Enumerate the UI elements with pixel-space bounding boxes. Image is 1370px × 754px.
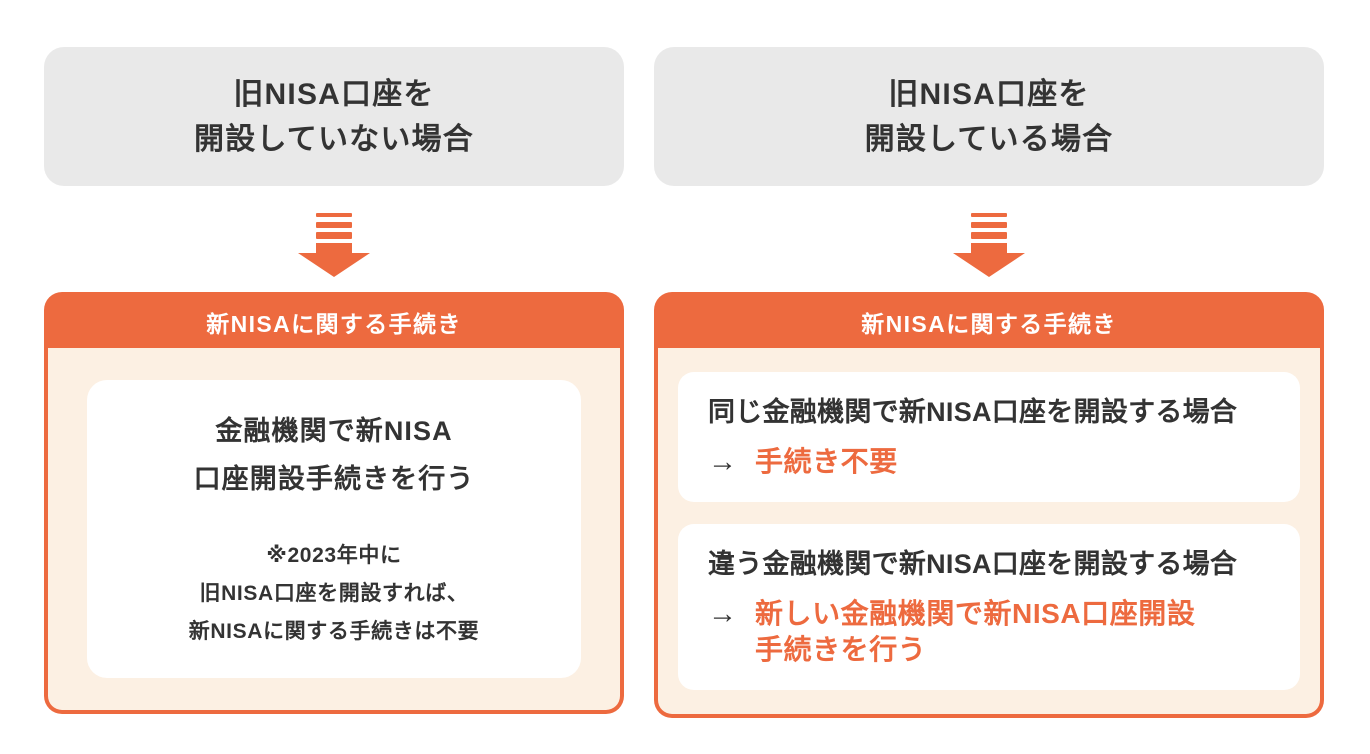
condition-text: 違う金融機関で新NISA口座を開設する場合 xyxy=(708,549,1238,579)
right-arrow-icon: → xyxy=(708,446,737,478)
note-text: ※2023年中に 旧NISA口座を開設すれば、 新NISAに関する手続きは不要 xyxy=(188,544,480,643)
down-arrow-icon xyxy=(952,213,1026,277)
procedure-card-title: 新NISAに関する手続き xyxy=(206,311,462,337)
result-text: 新しい金融機関で新NISA口座開設 手続きを行う xyxy=(755,598,1196,665)
case-header-text: 旧NISA口座を 開設していない場合 xyxy=(194,77,474,156)
procedure-card-opened: 新NISAに関する手続き 同じ金融機関で新NISA口座を開設する場合 → 手続き… xyxy=(654,292,1324,718)
result-text: 手続き不要 xyxy=(755,446,898,477)
condition-text: 同じ金融機関で新NISA口座を開設する場合 xyxy=(708,397,1238,427)
case-header-not-opened: 旧NISA口座を 開設していない場合 xyxy=(44,47,624,186)
result-row: → 新しい金融機関で新NISA口座開設 手続きを行う xyxy=(708,596,1270,668)
result-row: → 手続き不要 xyxy=(708,444,1270,480)
column-account-not-opened: 旧NISA口座を 開設していない場合 新NISAに関する手続き 金融機関で新NI… xyxy=(44,47,624,754)
case-item-different-institution: 違う金融機関で新NISA口座を開設する場合 → 新しい金融機関で新NISA口座開… xyxy=(678,524,1300,690)
right-arrow-icon: → xyxy=(708,598,737,630)
procedure-card-body: 金融機関で新NISA 口座開設手続きを行う ※2023年中に 旧NISA口座を開… xyxy=(48,348,620,710)
case-header-text: 旧NISA口座を 開設している場合 xyxy=(864,77,1114,156)
procedure-card-body: 同じ金融機関で新NISA口座を開設する場合 → 手続き不要 違う金融機関で新NI… xyxy=(658,348,1320,714)
procedure-card-title: 新NISAに関する手続き xyxy=(861,311,1117,337)
case-item-same-institution: 同じ金融機関で新NISA口座を開設する場合 → 手続き不要 xyxy=(678,372,1300,502)
down-arrow-icon xyxy=(297,213,371,277)
instruction-text: 金融機関で新NISA 口座開設手続きを行う xyxy=(193,416,475,494)
case-header-opened: 旧NISA口座を 開設している場合 xyxy=(654,47,1324,186)
procedure-card-not-opened: 新NISAに関する手続き 金融機関で新NISA 口座開設手続きを行う ※2023… xyxy=(44,292,624,714)
column-account-opened: 旧NISA口座を 開設している場合 新NISAに関する手続き 同じ金融機関で新N… xyxy=(654,47,1324,754)
instruction-box: 金融機関で新NISA 口座開設手続きを行う ※2023年中に 旧NISA口座を開… xyxy=(87,380,581,678)
